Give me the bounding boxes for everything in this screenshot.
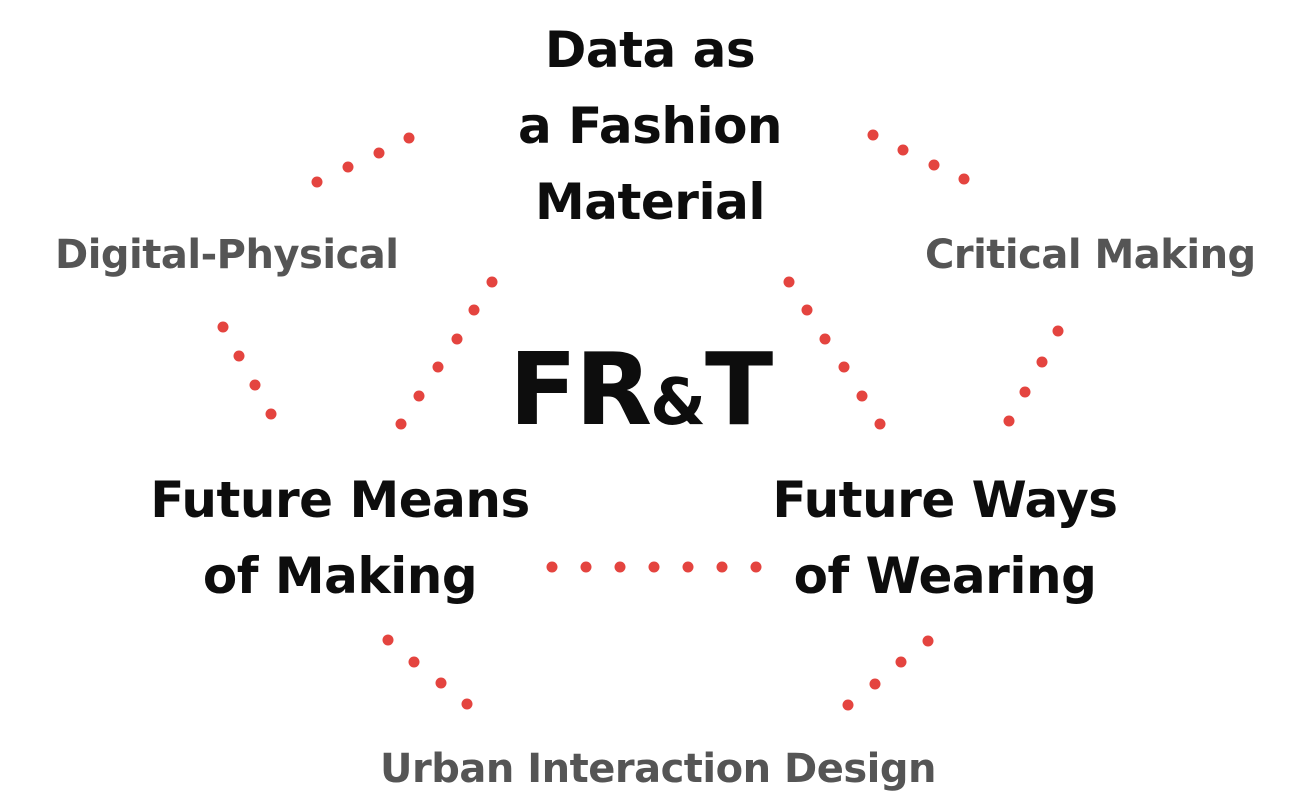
node-top-line-1: Data as	[544, 21, 756, 79]
connector-ways-to-bottom-satellite-dot-2	[895, 656, 907, 668]
center-title-amp: &	[650, 366, 706, 440]
connector-top-to-means-dot-4	[432, 361, 444, 373]
connector-means-to-bottom-satellite-dot-3	[435, 677, 447, 689]
connector-right-satellite-to-ways	[1003, 325, 1064, 427]
connector-means-to-ways-dot-4	[648, 561, 660, 573]
node-bottom-right-line-1: Future Ways	[772, 471, 1118, 529]
connector-top-to-means-dot-5	[413, 390, 425, 402]
connector-ways-to-bottom-satellite-dot-1	[922, 635, 934, 647]
satellite-bottom: Urban Interaction Design	[380, 746, 936, 792]
connector-top-to-right-satellite-dot-4	[958, 173, 970, 185]
connector-top-to-right-satellite	[867, 129, 970, 185]
connector-top-to-left-satellite	[311, 132, 415, 188]
connector-top-to-means-dot-6	[395, 418, 407, 430]
connector-ways-to-bottom-satellite-dot-3	[869, 678, 881, 690]
node-top-line-2: a Fashion	[517, 97, 783, 155]
connector-means-to-bottom-satellite-dot-4	[461, 698, 473, 710]
connector-top-to-ways-dot-6	[874, 418, 886, 430]
node-bottom-right: Future Ways of Wearing	[760, 462, 1130, 614]
connector-means-to-ways	[546, 561, 762, 573]
connector-means-to-ways-dot-1	[546, 561, 558, 573]
connector-top-to-right-satellite-dot-1	[867, 129, 879, 141]
connector-left-satellite-to-means-dot-1	[217, 321, 229, 333]
connector-left-satellite-to-means	[217, 321, 277, 420]
node-bottom-left: Future Means of Making	[135, 462, 545, 614]
connector-means-to-ways-dot-6	[716, 561, 728, 573]
connector-right-satellite-to-ways-dot-4	[1003, 415, 1015, 427]
connector-top-to-ways	[783, 276, 886, 430]
connector-top-to-means-dot-2	[468, 304, 480, 316]
connector-top-to-left-satellite-dot-4	[403, 132, 415, 144]
connector-left-satellite-to-means-dot-3	[249, 379, 261, 391]
connector-means-to-ways-dot-2	[580, 561, 592, 573]
connector-means-to-bottom-satellite-dot-2	[408, 656, 420, 668]
node-bottom-left-line-2: of Making	[202, 547, 478, 605]
connector-right-satellite-to-ways-dot-3	[1019, 386, 1031, 398]
connector-top-to-ways-dot-1	[783, 276, 795, 288]
connector-top-to-left-satellite-dot-1	[311, 176, 323, 188]
connector-top-to-right-satellite-dot-2	[897, 144, 909, 156]
node-bottom-left-line-1: Future Means	[150, 471, 530, 529]
connector-top-to-right-satellite-dot-3	[928, 159, 940, 171]
connector-top-to-means-dot-1	[486, 276, 498, 288]
connector-top-to-means	[395, 276, 498, 430]
connector-means-to-bottom-satellite	[382, 634, 473, 710]
connector-right-satellite-to-ways-dot-1	[1052, 325, 1064, 337]
satellite-right: Critical Making	[925, 232, 1256, 278]
satellite-left: Digital-Physical	[55, 232, 399, 278]
connector-means-to-ways-dot-3	[614, 561, 626, 573]
connector-means-to-ways-dot-7	[750, 561, 762, 573]
connector-top-to-ways-dot-4	[838, 361, 850, 373]
connector-top-to-ways-dot-5	[856, 390, 868, 402]
connector-right-satellite-to-ways-dot-2	[1036, 356, 1048, 368]
connector-means-to-ways-dot-5	[682, 561, 694, 573]
connector-top-to-means-dot-3	[451, 333, 463, 345]
connector-ways-to-bottom-satellite	[842, 635, 934, 711]
connector-top-to-ways-dot-3	[819, 333, 831, 345]
connector-top-to-left-satellite-dot-2	[342, 161, 354, 173]
connector-top-to-left-satellite-dot-3	[373, 147, 385, 159]
connector-top-to-ways-dot-2	[801, 304, 813, 316]
node-top: Data as a Fashion Material	[500, 12, 800, 240]
connector-ways-to-bottom-satellite-dot-4	[842, 699, 854, 711]
center-title-left: FR	[508, 331, 652, 448]
connector-left-satellite-to-means-dot-2	[233, 350, 245, 362]
connector-left-satellite-to-means-dot-4	[265, 408, 277, 420]
connector-means-to-bottom-satellite-dot-1	[382, 634, 394, 646]
center-title-right: T	[704, 331, 773, 448]
node-top-line-3: Material	[535, 173, 765, 231]
node-bottom-right-line-2: of Wearing	[793, 547, 1097, 605]
center-title: FR&T	[490, 335, 790, 458]
